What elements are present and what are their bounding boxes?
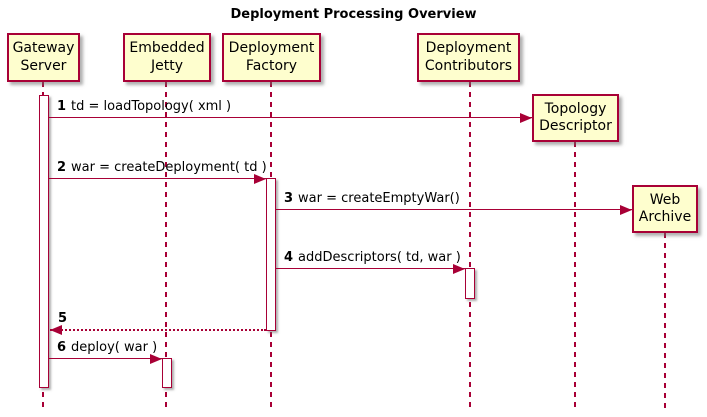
lifeline-web-archive (664, 233, 666, 408)
lifeline-topology-descriptor (574, 142, 576, 408)
activation-embedded-jetty (162, 358, 172, 388)
activation-deployment-factory (266, 178, 276, 331)
participant-label: Embedded Jetty (129, 40, 205, 74)
participant-label: Deployment Factory (228, 40, 315, 74)
participant-gateway-server: Gateway Server (7, 33, 80, 82)
participant-label: Topology Descriptor (539, 100, 612, 135)
participant-embedded-jetty: Embedded Jetty (123, 33, 211, 82)
lifeline-deployment-contributors (469, 82, 471, 408)
arrowhead-right-icon (150, 354, 162, 364)
lifeline-embedded-jetty (165, 82, 167, 408)
message-5-return-arrow: 5 (50, 310, 266, 335)
arrowhead-right-icon (254, 174, 266, 184)
arrowhead-right-icon (453, 264, 465, 274)
arrowhead-right-icon (520, 113, 532, 123)
message-5-label: 5 (58, 311, 68, 326)
participant-deployment-contributors: Deployment Contributors (417, 33, 520, 82)
activation-deployment-contributors (465, 268, 475, 299)
arrowhead-right-icon (620, 205, 632, 215)
participant-label: Web Archive (638, 191, 692, 226)
participant-web-archive: Web Archive (632, 185, 698, 233)
diagram-title: Deployment Processing Overview (230, 7, 477, 22)
activation-gateway-server (39, 95, 49, 388)
participant-deployment-factory: Deployment Factory (222, 33, 321, 82)
participant-topology-descriptor: Topology Descriptor (532, 94, 619, 142)
participant-label: Gateway Server (12, 40, 75, 74)
participant-label: Deployment Contributors (424, 40, 513, 74)
arrowhead-left-icon (50, 325, 62, 335)
